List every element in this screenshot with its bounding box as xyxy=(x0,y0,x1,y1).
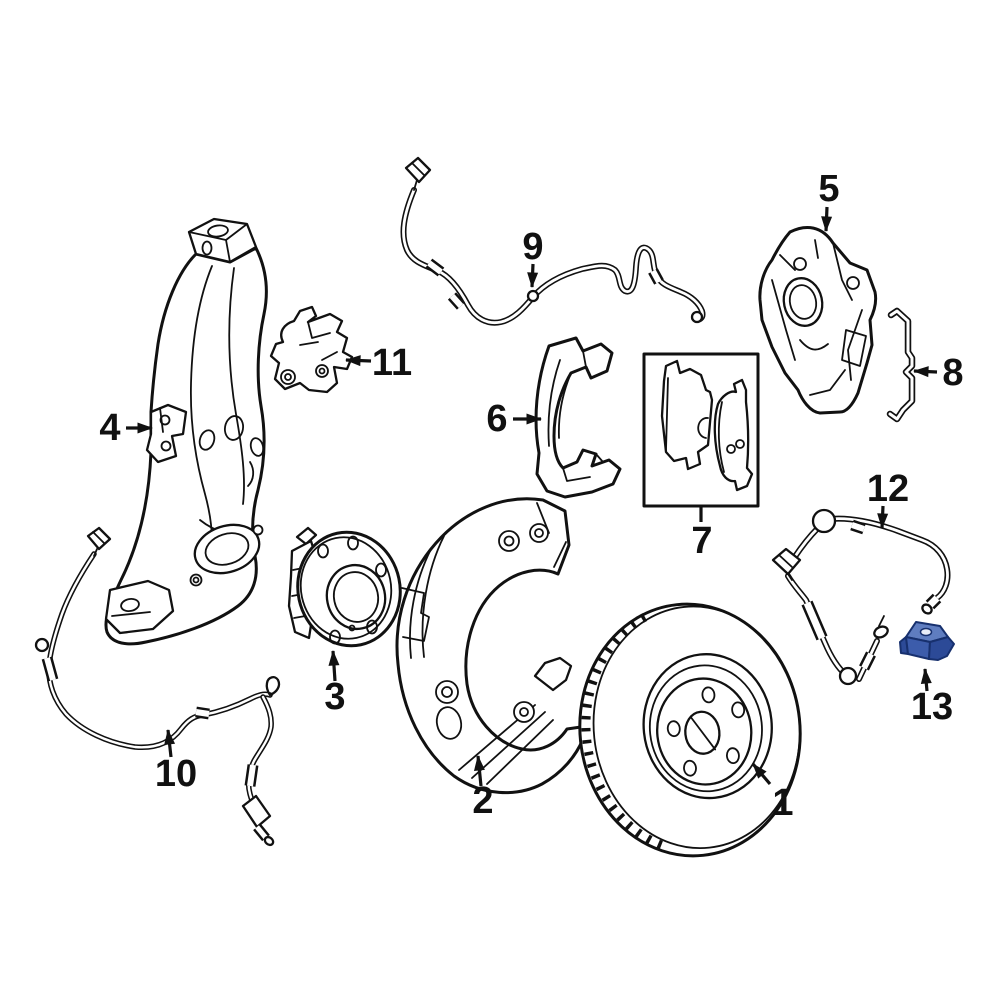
callout-5-label: 5 xyxy=(818,168,839,210)
callout-3-label: 3 xyxy=(324,676,345,718)
part-retaining-clip-highlighted xyxy=(899,621,955,661)
part-anti-rattle-spring xyxy=(886,307,916,423)
brake-pad-inner xyxy=(660,359,714,471)
sensor-head xyxy=(241,794,272,829)
shield-lower-tab xyxy=(533,656,573,692)
callout-11: 11 xyxy=(345,342,412,384)
part-caliper-bracket xyxy=(534,336,622,499)
callout-2-label: 2 xyxy=(472,780,493,822)
callout-13: 13 xyxy=(911,668,953,728)
part-brake-hose xyxy=(771,508,951,686)
callout-6: 6 xyxy=(486,398,542,440)
callout-8-label: 8 xyxy=(942,352,963,394)
hose-ball-joint xyxy=(811,508,837,534)
rotor-outer-edge xyxy=(578,602,802,858)
part-splash-shield xyxy=(395,497,590,795)
part-mounting-bracket xyxy=(269,305,354,394)
callout-2: 2 xyxy=(472,755,494,822)
callout-1-label: 1 xyxy=(772,782,793,824)
part-brake-rotor xyxy=(578,602,802,858)
part-steering-knuckle xyxy=(104,217,268,646)
part-wheel-hub xyxy=(287,526,402,648)
callout-3: 3 xyxy=(324,650,346,718)
callout-10-label: 10 xyxy=(155,753,197,795)
callout-8: 8 xyxy=(913,352,964,394)
part-pad-wear-sensor xyxy=(400,156,706,326)
hub-tab xyxy=(295,526,318,546)
clip-right-arm xyxy=(928,636,955,661)
brake-pad-outer xyxy=(713,378,754,492)
knuckle-foot xyxy=(104,579,175,635)
callout-5: 5 xyxy=(818,168,840,232)
callouts: 1 2 3 4 5 6 7 8 xyxy=(99,168,963,824)
part-brake-pad-set xyxy=(642,352,760,508)
callout-6-label: 6 xyxy=(486,398,507,440)
part-abs-speed-sensor xyxy=(34,526,281,847)
clip-front-face xyxy=(905,636,931,660)
callout-9: 9 xyxy=(522,226,544,288)
callout-9-label: 9 xyxy=(522,226,543,268)
rotor-center-bore xyxy=(684,710,721,755)
sensor-wire-grommet xyxy=(526,289,540,303)
callout-4-label: 4 xyxy=(99,407,120,449)
callout-1: 1 xyxy=(751,762,794,824)
callout-7-label: 7 xyxy=(691,520,712,562)
callout-11-label: 11 xyxy=(372,342,412,384)
hub-flange xyxy=(296,530,402,648)
callout-12-label: 12 xyxy=(867,468,909,510)
sensor-cable-hook xyxy=(265,676,281,697)
clip-hole xyxy=(919,627,933,637)
callout-12: 12 xyxy=(867,468,909,529)
callout-4: 4 xyxy=(99,407,153,449)
sensor-wire-eyelet xyxy=(690,310,704,324)
knuckle-mount-tab xyxy=(145,403,188,464)
callout-10: 10 xyxy=(155,729,197,795)
part-brake-caliper xyxy=(758,225,878,415)
rotor-hat xyxy=(642,653,773,800)
hose-elbow-joint xyxy=(838,666,858,686)
callout-13-label: 13 xyxy=(911,686,953,728)
hub-center-bore xyxy=(325,563,387,631)
callout-7: 7 xyxy=(691,506,713,562)
caliper-piston-bore xyxy=(782,277,824,327)
